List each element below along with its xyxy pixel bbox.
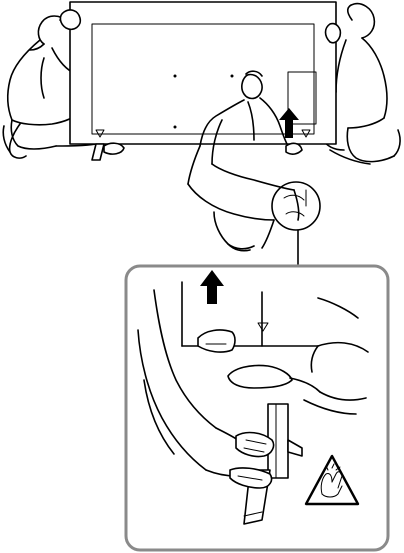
mount-hole [174, 75, 177, 78]
mount-hole [174, 126, 177, 129]
callout-detail [138, 270, 368, 524]
pinch-warning-icon [306, 456, 358, 504]
triangle-marker-icon [258, 323, 268, 331]
television [70, 2, 336, 144]
up-arrow-icon [200, 270, 224, 304]
mount-hole [231, 75, 234, 78]
left-stand-leg [92, 143, 124, 160]
